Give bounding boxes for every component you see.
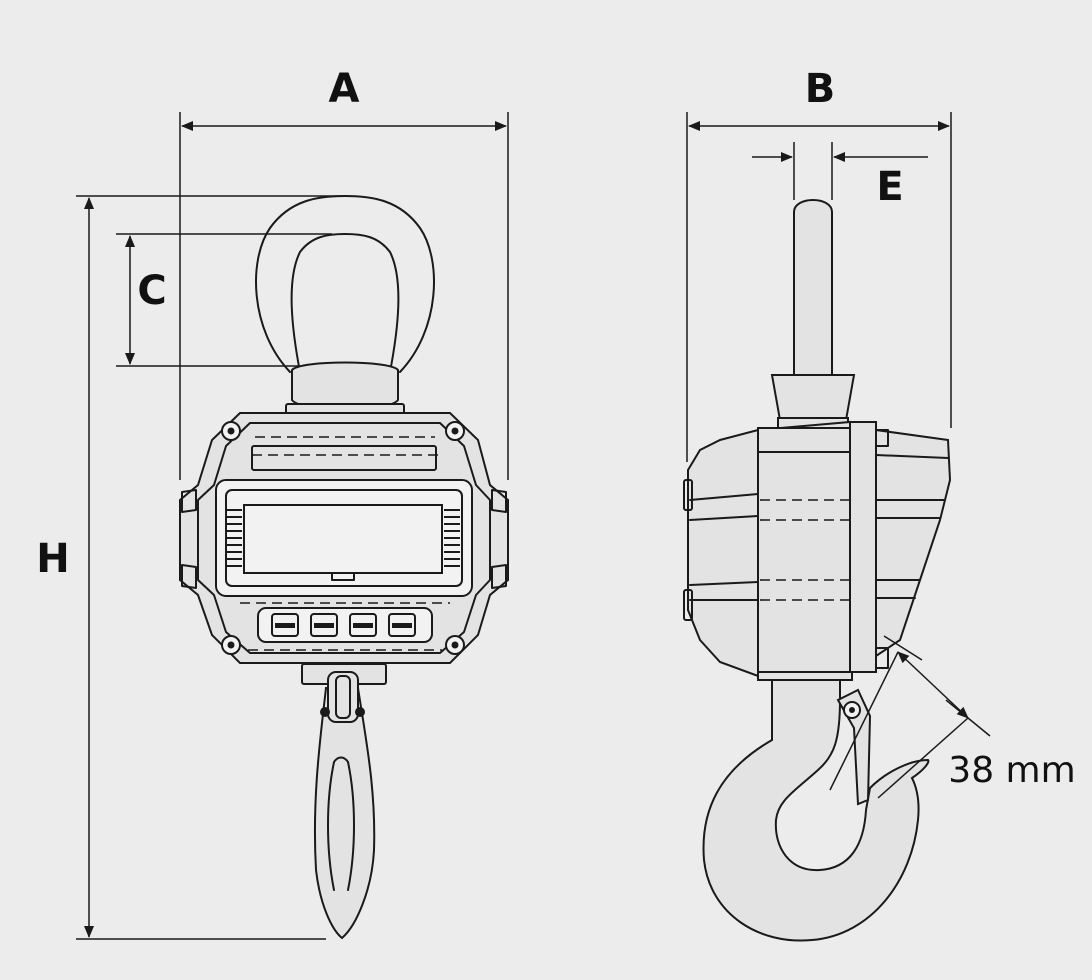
- dimension-a: A: [179, 66, 509, 480]
- dimension-c-label: C: [137, 268, 166, 314]
- crane-scale-side-icon: 38 mm: [683, 199, 1076, 942]
- dimension-b-label: B: [805, 66, 836, 112]
- dimension-h: H: [36, 195, 342, 940]
- dimension-e-label: E: [876, 164, 903, 210]
- dimension-a-label: A: [329, 66, 360, 112]
- crane-scale-front-icon: [179, 195, 509, 940]
- dimension-h-label: H: [36, 536, 69, 582]
- dimension-c: C: [116, 233, 332, 367]
- hook-opening-label: 38 mm: [948, 750, 1075, 791]
- dimension-e: E: [752, 142, 928, 210]
- dimension-b: B: [686, 66, 952, 462]
